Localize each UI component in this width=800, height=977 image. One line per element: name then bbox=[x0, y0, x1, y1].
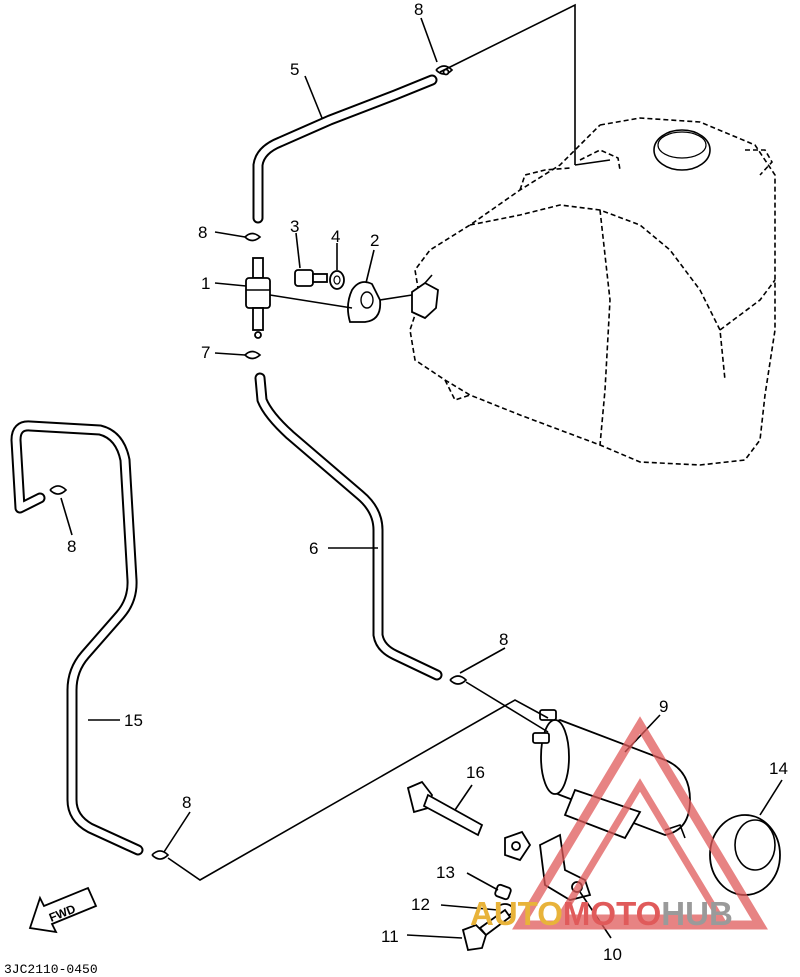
callout-16: 16 bbox=[466, 763, 485, 782]
callout-2: 2 bbox=[370, 231, 379, 250]
hose-6 bbox=[254, 372, 443, 681]
washer-4 bbox=[329, 270, 345, 290]
hose-clip-7 bbox=[244, 350, 262, 360]
callout-10: 10 bbox=[603, 945, 622, 964]
callout-6: 6 bbox=[309, 539, 318, 558]
callout-12: 12 bbox=[411, 895, 430, 914]
fuel-tank bbox=[409, 117, 776, 466]
clamp bbox=[347, 281, 382, 323]
bolt-11 bbox=[461, 908, 512, 952]
tank-filler-cap bbox=[653, 129, 711, 171]
fuel-filter bbox=[245, 257, 271, 339]
watermark-logo bbox=[512, 716, 768, 930]
watermark-text: AUTOMOTOHUB bbox=[470, 895, 733, 932]
wire-terminal bbox=[504, 830, 532, 862]
callout-1: 1 bbox=[201, 274, 210, 293]
callout-13: 13 bbox=[436, 863, 455, 882]
hose-clip-8-middle bbox=[449, 675, 468, 685]
callout-14: 14 bbox=[769, 759, 788, 778]
callout-3: 3 bbox=[290, 217, 299, 236]
watermark-moto: MOTO bbox=[563, 895, 661, 932]
fwd-direction-arrow: FWD bbox=[28, 886, 98, 934]
hose-clip-8-bottom bbox=[151, 850, 170, 860]
hose-clip-8-left bbox=[49, 485, 68, 495]
callout-4: 4 bbox=[331, 227, 340, 246]
callout-8-left: 8 bbox=[67, 537, 76, 556]
callout-8-middle: 8 bbox=[499, 630, 508, 649]
callout-7: 7 bbox=[201, 343, 210, 362]
callout-11: 11 bbox=[381, 927, 399, 946]
tank-petcock-bracket bbox=[411, 281, 439, 320]
hose-15 bbox=[10, 420, 144, 856]
callout-9: 9 bbox=[659, 697, 668, 716]
callout-8-top: 8 bbox=[414, 0, 423, 19]
watermark-hub: HUB bbox=[661, 895, 733, 932]
callout-5: 5 bbox=[290, 60, 299, 79]
watermark-auto: AUTO bbox=[470, 895, 563, 932]
bolt-3 bbox=[294, 269, 328, 287]
leader-lines bbox=[60, 3, 783, 939]
bolt-16 bbox=[406, 780, 484, 837]
drawing-code: 3JC2110-0450 bbox=[4, 962, 98, 977]
part-callouts: 8 5 8 3 4 2 1 7 8 6 8 9 15 14 16 8 13 12… bbox=[67, 0, 788, 964]
hose-clip-8-upper-left bbox=[244, 232, 262, 242]
callout-8-bottom: 8 bbox=[182, 793, 191, 812]
callout-8-upper: 8 bbox=[198, 223, 207, 242]
callout-15: 15 bbox=[124, 711, 143, 730]
hose-5 bbox=[252, 74, 438, 224]
